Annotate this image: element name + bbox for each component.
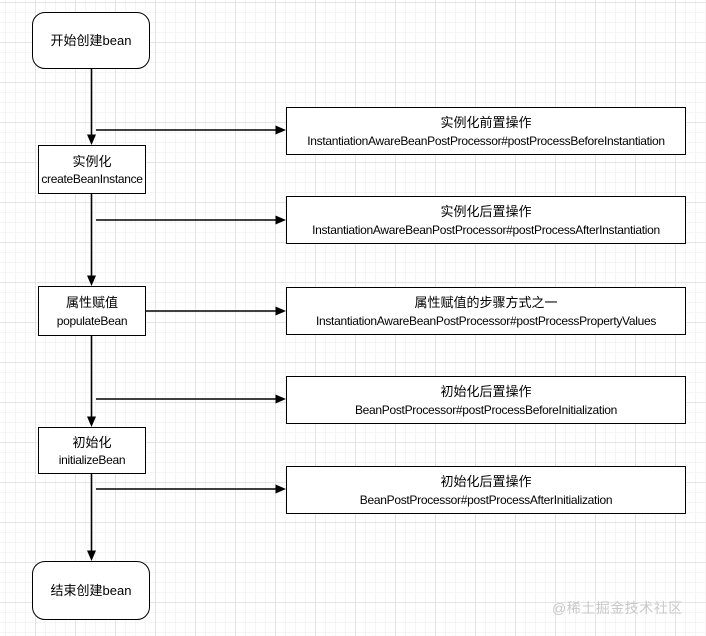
flow-node-instantiate-label: 实例化 — [72, 153, 112, 169]
callout-before-instantiation: 实例化前置操作 InstantiationAwareBeanPostProces… — [286, 107, 686, 155]
callout-title: 实例化前置操作 — [440, 115, 532, 131]
callout-after-instantiation: 实例化后置操作 InstantiationAwareBeanPostProces… — [286, 196, 686, 244]
callout-title: 属性赋值的步骤方式之一 — [414, 295, 558, 311]
arrowhead-down-icon — [87, 275, 96, 286]
arrowhead-right-icon — [275, 394, 286, 404]
callout-method: BeanPostProcessor#postProcessBeforeIniti… — [354, 402, 618, 417]
callout-property-values: 属性赋值的步骤方式之一 InstantiationAwareBeanPostPr… — [286, 287, 686, 335]
flow-node-populate-method: populateBean — [56, 313, 128, 328]
flow-node-populate-label: 属性赋值 — [65, 295, 118, 311]
arrowhead-down-icon — [87, 134, 96, 145]
arrowhead-down-icon — [87, 416, 96, 427]
flow-node-populate: 属性赋值 populateBean — [38, 286, 146, 336]
flow-node-end: 结束创建bean — [32, 561, 150, 620]
arrowhead-right-icon — [275, 125, 286, 135]
callout-method: BeanPostProcessor#postProcessAfterInitia… — [359, 492, 613, 507]
arrowhead-right-icon — [275, 484, 286, 494]
flow-node-end-label: 结束创建bean — [50, 582, 132, 598]
callout-title: 实例化后置操作 — [440, 204, 532, 220]
flow-node-instantiate-method: createBeanInstance — [41, 172, 143, 187]
arrowhead-down-icon — [87, 550, 96, 561]
callout-method: InstantiationAwareBeanPostProcessor#post… — [307, 133, 665, 148]
flow-node-start-label: 开始创建bean — [50, 32, 132, 48]
callout-method: InstantiationAwareBeanPostProcessor#post… — [315, 313, 657, 328]
flow-node-initialize-method: initializeBean — [58, 453, 126, 468]
flow-node-start: 开始创建bean — [32, 12, 150, 69]
arrowhead-right-icon — [275, 215, 286, 225]
flow-node-instantiate: 实例化 createBeanInstance — [38, 145, 146, 194]
juejin-watermark: @稀土掘金技术社区 — [552, 600, 683, 616]
callout-method: InstantiationAwareBeanPostProcessor#post… — [312, 222, 660, 237]
callout-title: 初始化后置操作 — [440, 474, 532, 490]
callout-after-initialization: 初始化后置操作 BeanPostProcessor#postProcessAft… — [286, 466, 686, 514]
callout-title: 初始化后置操作 — [440, 384, 532, 400]
arrowhead-right-icon — [275, 306, 286, 316]
flow-node-initialize-label: 初始化 — [72, 434, 112, 450]
callout-before-initialization: 初始化后置操作 BeanPostProcessor#postProcessBef… — [286, 376, 686, 424]
flow-node-initialize: 初始化 initializeBean — [38, 427, 146, 474]
